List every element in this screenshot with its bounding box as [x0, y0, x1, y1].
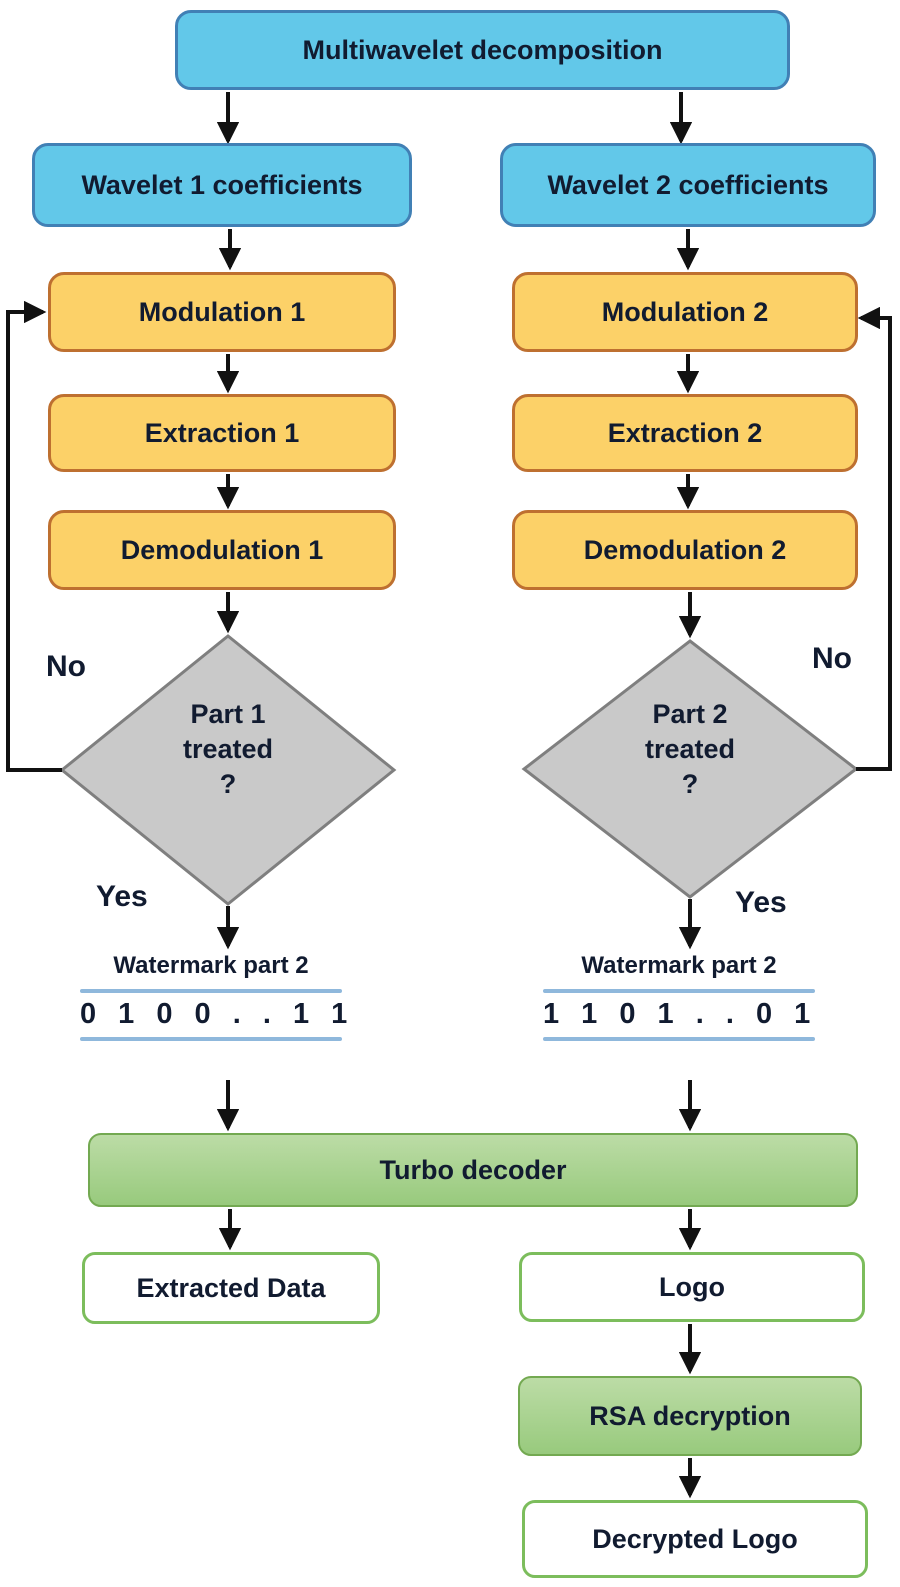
feedback-loop-right-no	[856, 306, 892, 771]
branch-label-no-left: No	[46, 650, 86, 683]
node-wavelet1-coefficients: Wavelet 1 coefficients	[32, 143, 412, 227]
watermark-group-left: Watermark part 2 0 1 0 0 . . 1 1	[80, 952, 355, 1041]
watermark-group-right: Watermark part 2 1 1 0 1 . . 0 1	[543, 952, 815, 1041]
watermark-right-title: Watermark part 2	[581, 952, 777, 979]
node-demodulation1: Demodulation 1	[48, 510, 396, 590]
branch-label-yes-right: Yes	[735, 886, 787, 919]
node-modulation2: Modulation 2	[512, 272, 858, 352]
decision1-label: Part 1 treated ?	[182, 699, 274, 800]
watermark-left-bits: 0 1 0 0 . . 1 1	[80, 998, 355, 1030]
watermark-left-rule-top	[80, 989, 342, 993]
node-turbo-decoder: Turbo decoder	[88, 1133, 858, 1207]
node-rsa-decryption: RSA decryption	[518, 1376, 862, 1456]
watermark-right-rule-bottom	[543, 1037, 815, 1041]
branch-label-yes-left: Yes	[96, 880, 148, 913]
node-multiwavelet-decomposition: Multiwavelet decomposition	[175, 10, 790, 90]
node-decrypted-logo: Decrypted Logo	[522, 1500, 868, 1578]
watermark-left-rule-bottom	[80, 1037, 342, 1041]
watermark-right-bits: 1 1 0 1 . . 0 1	[543, 998, 818, 1030]
node-modulation1: Modulation 1	[48, 272, 396, 352]
node-logo: Logo	[519, 1252, 865, 1322]
branch-label-no-right: No	[812, 642, 852, 675]
node-extraction1: Extraction 1	[48, 394, 396, 472]
watermark-left-title: Watermark part 2	[113, 952, 309, 979]
decision2-label: Part 2 treated ?	[644, 699, 736, 800]
node-extraction2: Extraction 2	[512, 394, 858, 472]
node-demodulation2: Demodulation 2	[512, 510, 858, 590]
node-extracted-data: Extracted Data	[82, 1252, 380, 1324]
watermark-right-rule-top	[543, 989, 815, 993]
node-wavelet2-coefficients: Wavelet 2 coefficients	[500, 143, 876, 227]
